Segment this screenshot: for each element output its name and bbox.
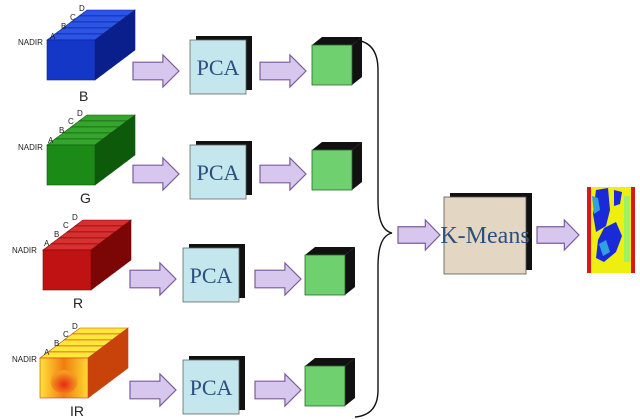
view-label-d: D bbox=[79, 4, 85, 13]
view-label-a: A bbox=[50, 32, 56, 41]
flow-arrow bbox=[129, 372, 177, 408]
band-cube-b bbox=[46, 9, 136, 81]
kmeans-label: K-Means bbox=[440, 223, 529, 249]
pca-box: PCA bbox=[182, 244, 245, 303]
pca-label: PCA bbox=[197, 55, 240, 80]
flow-arrow bbox=[259, 53, 307, 89]
band-row-b: NADIR A B C D B bbox=[18, 4, 136, 104]
flow-arrow bbox=[536, 218, 580, 252]
view-label-b: B bbox=[54, 230, 59, 239]
merge-brace bbox=[354, 39, 393, 418]
flow-arrow bbox=[259, 156, 307, 192]
view-label-c: C bbox=[70, 13, 76, 22]
pca-box: PCA bbox=[189, 141, 252, 200]
nadir-label: NADIR bbox=[12, 355, 37, 364]
pipeline-layer: PCA PCA PCA PCA bbox=[129, 36, 580, 415]
view-label-b: B bbox=[61, 22, 66, 31]
band-slab bbox=[46, 33, 104, 81]
view-label-b: B bbox=[54, 339, 59, 348]
nadir-label: NADIR bbox=[18, 38, 43, 47]
pca-box: PCA bbox=[182, 356, 245, 415]
pca-label: PCA bbox=[190, 263, 233, 288]
band-cube-ir bbox=[39, 327, 129, 399]
flow-arrow bbox=[132, 156, 180, 192]
band-letter-r: R bbox=[73, 295, 83, 311]
band-slab bbox=[42, 243, 100, 291]
band-row-r: NADIR A B C D R bbox=[12, 213, 132, 311]
band-letter-ir: IR bbox=[70, 403, 84, 419]
reduced-component-block bbox=[304, 358, 355, 407]
pca-box: PCA bbox=[189, 36, 252, 95]
band-slab bbox=[39, 351, 97, 399]
band-letter-g: G bbox=[80, 190, 91, 206]
view-label-a: A bbox=[44, 239, 50, 248]
flow-arrow bbox=[129, 261, 177, 297]
pca-label: PCA bbox=[197, 160, 240, 185]
band-slab bbox=[46, 138, 104, 186]
view-label-d: D bbox=[77, 109, 83, 118]
view-label-b: B bbox=[59, 126, 64, 135]
view-label-d: D bbox=[72, 213, 78, 222]
classified-output-image bbox=[587, 187, 635, 273]
pca-label: PCA bbox=[190, 375, 233, 400]
flow-arrow bbox=[132, 53, 180, 89]
nadir-label: NADIR bbox=[12, 246, 37, 255]
view-label-c: C bbox=[63, 330, 69, 339]
view-label-c: C bbox=[63, 221, 69, 230]
flow-arrow bbox=[254, 261, 302, 297]
view-label-d: D bbox=[72, 322, 78, 331]
band-row-g: NADIR A B C D G bbox=[18, 109, 136, 206]
reduced-component-block bbox=[304, 247, 355, 296]
band-letter-b: B bbox=[79, 88, 88, 104]
band-cube-r bbox=[42, 219, 132, 291]
reduced-component-block bbox=[311, 37, 362, 86]
flow-arrow bbox=[254, 372, 302, 408]
view-label-a: A bbox=[44, 348, 50, 357]
band-cube-g bbox=[46, 114, 136, 186]
view-label-a: A bbox=[48, 136, 54, 145]
nadir-label: NADIR bbox=[18, 143, 43, 152]
view-label-c: C bbox=[68, 117, 74, 126]
band-row-ir: NADIR A B C D IR bbox=[12, 322, 129, 419]
flow-arrow bbox=[397, 218, 441, 252]
reduced-component-block bbox=[311, 142, 362, 191]
kmeans-box: K-Means bbox=[440, 193, 532, 275]
